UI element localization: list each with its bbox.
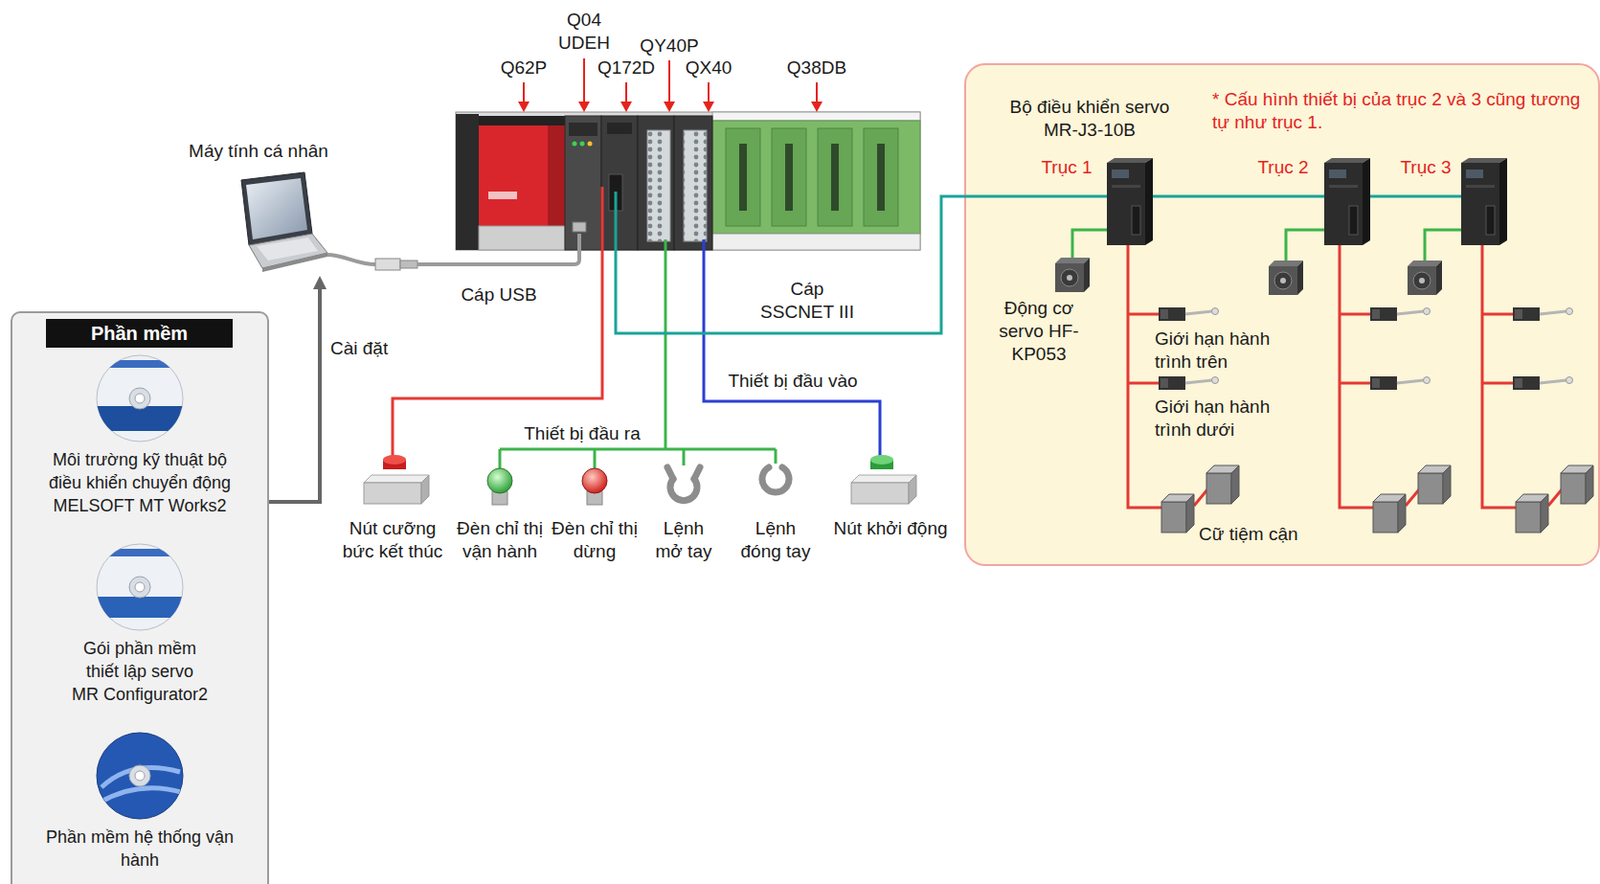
sensor-wire [1127, 245, 1563, 508]
output-wire [499, 239, 776, 469]
software-item: Môi trường kỹ thuật bộ điều khiển chuyển… [18, 352, 262, 521]
module-name: Q172D [592, 56, 660, 80]
forced-stop-button [363, 454, 429, 504]
run-lamp [487, 468, 513, 505]
module-name: Q38DB [778, 56, 856, 80]
sensor-label: Cữ tiệm cận [1198, 522, 1324, 546]
input-wire [703, 239, 880, 456]
proximity-dog [1161, 465, 1594, 533]
device-label: Lệnh mở tay [653, 517, 715, 564]
note-text: * Cấu hình thiết bị của trục 2 và 3 cũng… [1212, 88, 1590, 135]
axis-label: Trục 1 [1033, 156, 1101, 180]
sscnet-cable [615, 191, 968, 334]
cable-name: Cáp SSCNET III [755, 277, 859, 324]
install-arrow-line [269, 286, 320, 502]
forced-stop-wire [392, 186, 603, 456]
module-name: QX40 [679, 56, 738, 80]
cable-name: Cáp USB [450, 283, 547, 307]
software-disc-art [93, 729, 186, 822]
software-item: Phần mềm hệ thống vận hành [18, 729, 262, 876]
device-group-label: Thiết bị đầu ra [510, 422, 654, 446]
hand-open-icon [667, 467, 700, 501]
software-panel: Phần mềm Môi trường kỹ thuật bộ điều khi… [10, 311, 270, 884]
arrow-head [313, 275, 327, 290]
device-label: Nút cưỡng bức kết thúc [335, 517, 451, 564]
edge-label: Cài đặt [330, 337, 417, 361]
software-name: Môi trường kỹ thuật bộ điều khiển chuyển… [44, 448, 236, 518]
hand-close-icon [762, 467, 789, 493]
plc-rack [455, 112, 921, 250]
software-item: Gói phần mềm thiết lập servo MR Configur… [18, 540, 262, 710]
install-arrow [269, 275, 327, 502]
device-label: Nút khởi động [823, 517, 958, 541]
servo-amp-label: Bộ điều khiển servo MR-J3-10B [993, 95, 1186, 142]
device-label: Đèn chỉ thị dừng [550, 517, 639, 564]
servo-motor [1055, 257, 1443, 295]
start-button [851, 454, 917, 504]
limit-switch-label: Giới hạn hành trình dưới [1154, 395, 1299, 442]
computer-label: Máy tính cá nhân [181, 139, 336, 163]
computer-node: Máy tính cá nhân [181, 139, 336, 276]
laptop-illustration [241, 172, 328, 272]
software-name: Gói phần mềm thiết lập servo MR Configur… [70, 636, 209, 706]
software-name: Phần mềm hệ thống vận hành [44, 825, 236, 872]
axis-label: Trục 3 [1392, 156, 1460, 180]
software-disc-art [93, 352, 186, 445]
usb-cable [327, 233, 580, 271]
panel-heading: Phần mềm [45, 318, 233, 348]
device-label: Đèn chỉ thị vận hành [455, 517, 544, 564]
limit-switch-label: Giới hạn hành trình trên [1154, 327, 1299, 374]
module-name: Q62P [490, 56, 558, 80]
module-name: QY40P [635, 34, 703, 58]
software-disc-art [93, 540, 186, 633]
sscnet-cable [964, 196, 1462, 198]
module-pointers [518, 58, 823, 113]
device-label: Lệnh đóng tay [737, 517, 814, 564]
device-group-label: Thiết bị đầu vào [711, 369, 875, 393]
axis-label: Trục 2 [1249, 156, 1317, 180]
motor-label: Động cơ servo HF-KP053 [986, 296, 1092, 366]
stop-lamp [582, 468, 608, 505]
module-name: Q04 UDEH [555, 8, 613, 55]
